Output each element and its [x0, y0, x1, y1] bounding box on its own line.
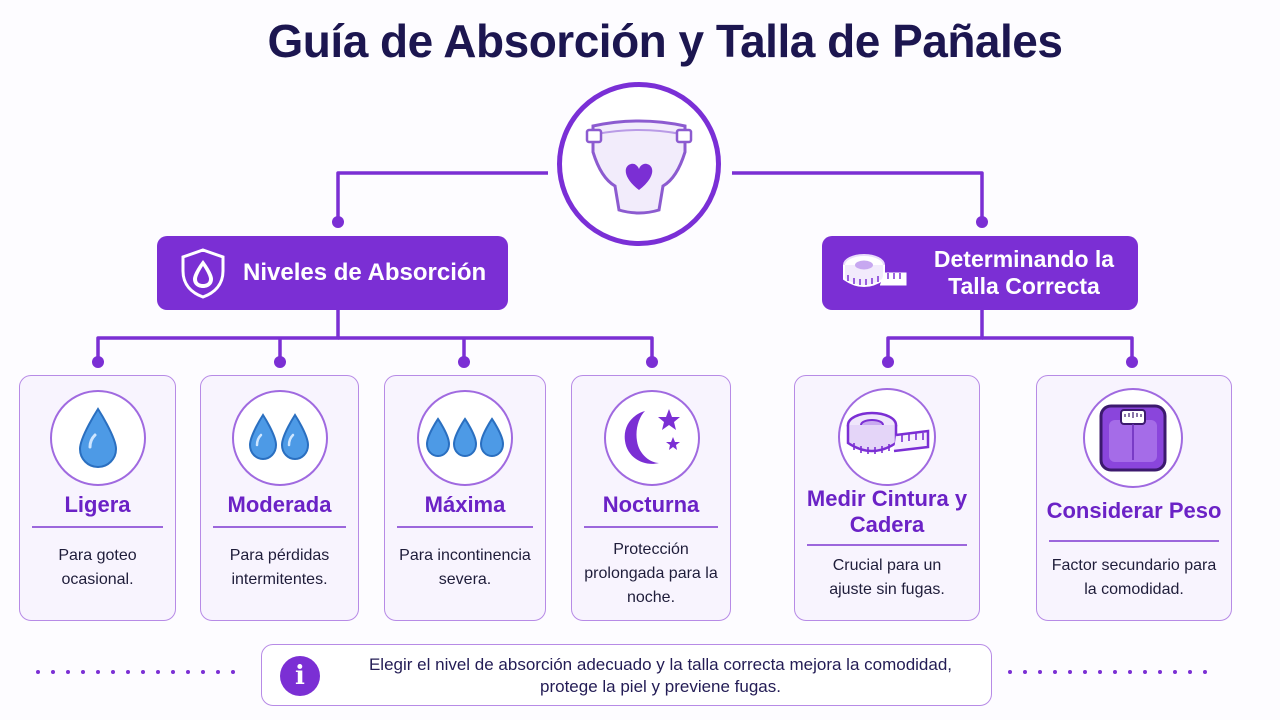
card-ligera: Ligera Para goteo ocasional. — [19, 375, 176, 621]
card-description: Protección prolongada para la noche. — [584, 541, 718, 606]
info-note-text: Elegir el nivel de absorción adecuado y … — [368, 655, 953, 696]
card-divider — [584, 526, 718, 528]
info-note: i Elegir el nivel de absorción adecuado … — [261, 644, 992, 706]
card-title: Máxima — [424, 492, 506, 517]
info-icon: i — [280, 656, 320, 696]
card-description: Para goteo ocasional. — [58, 547, 137, 588]
double-drop-icon — [248, 413, 310, 461]
size-header-label: Determinando la Talla Correcta — [933, 246, 1115, 299]
card-medir-cintura: Medir Cintura y Cadera Crucial para un a… — [794, 375, 980, 621]
card-icon-circle — [232, 390, 328, 486]
card-divider — [397, 526, 533, 528]
size-header: Determinando la Talla Correcta — [822, 236, 1138, 310]
card-title: Nocturna — [602, 492, 700, 517]
card-maxima: Máxima Para incontinencia severa. — [384, 375, 546, 621]
left-dotted-line — [36, 670, 235, 678]
card-icon-circle — [1083, 388, 1183, 488]
moon-stars-icon — [624, 409, 680, 464]
tape-measure-icon — [843, 254, 907, 287]
card-divider — [807, 544, 967, 546]
card-icon-circle — [838, 388, 936, 486]
card-title: Ligera — [64, 492, 131, 517]
card-title: Medir Cintura y Cadera — [806, 486, 968, 537]
card-title: Moderada — [227, 492, 332, 517]
tape-measure-icon — [846, 411, 930, 454]
card-considerar-peso: Considerar Peso Factor secundario para l… — [1036, 375, 1232, 621]
card-description: Factor secundario para la comodidad. — [1051, 557, 1217, 598]
right-dotted-line — [1008, 670, 1207, 678]
page-title: Guía de Absorción y Talla de Pañales — [267, 15, 1063, 67]
card-divider — [1049, 540, 1219, 542]
card-nocturna: Nocturna Protección prolongada para la n… — [571, 375, 731, 621]
center-diaper-badge — [557, 82, 721, 246]
card-icon-circle — [604, 390, 700, 486]
card-icon-circle — [417, 390, 513, 486]
card-divider — [32, 526, 163, 528]
card-moderada: Moderada Para pérdidas intermitentes. — [200, 375, 359, 621]
diaper-heart-icon — [585, 119, 693, 215]
shield-drop-icon — [181, 248, 225, 299]
single-drop-icon — [78, 407, 118, 469]
card-icon-circle — [50, 390, 146, 486]
card-description: Para pérdidas intermitentes. — [229, 547, 330, 588]
absorption-header-label: Niveles de Absorción — [243, 259, 487, 286]
card-description: Crucial para un ajuste sin fugas. — [829, 557, 945, 598]
card-divider — [213, 526, 346, 528]
absorption-levels-header: Niveles de Absorción — [157, 236, 508, 310]
card-title: Considerar Peso — [1046, 498, 1222, 523]
triple-drop-icon — [425, 417, 505, 458]
card-description: Para incontinencia severa. — [399, 547, 531, 588]
scale-icon — [1099, 404, 1167, 472]
